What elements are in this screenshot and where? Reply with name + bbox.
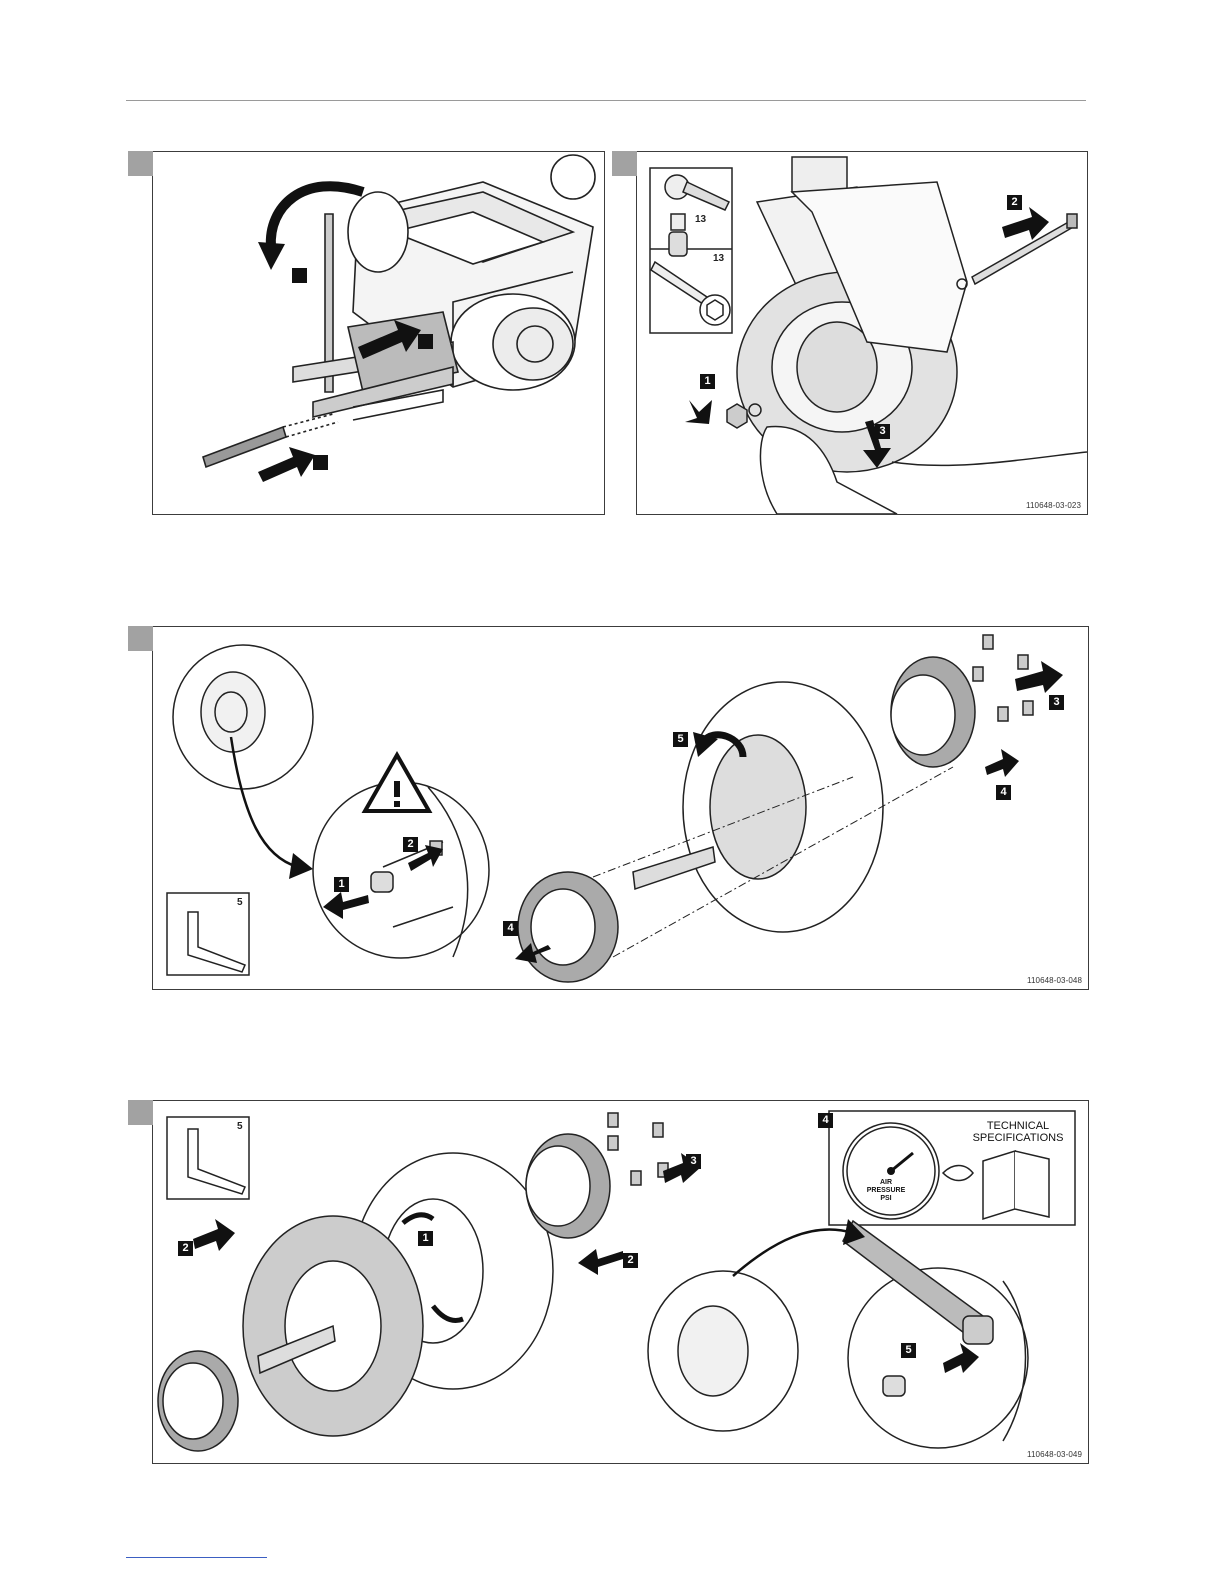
step-badge: 2 — [623, 1253, 638, 1268]
step-badge: 1 — [418, 1231, 433, 1246]
figure-code: 110648-03-048 — [1027, 976, 1082, 985]
figure-2-panel: 13 13 1 2 3 110648-03-023 — [636, 151, 1088, 515]
step-badge: 2 — [403, 837, 418, 852]
step-badge: 1 — [334, 877, 349, 892]
tool-size-label: 5 — [237, 1121, 243, 1132]
step-badge — [418, 334, 433, 349]
wheel-disassembly-illustration — [153, 627, 1088, 989]
step-badge: 4 — [996, 785, 1011, 800]
scooter-lift-illustration — [153, 152, 604, 514]
figure-code: 110648-03-023 — [1026, 501, 1081, 510]
step-badge — [313, 455, 328, 470]
tool-size-label: 13 — [713, 253, 724, 264]
gauge-label: AIR PRESSURE PSI — [861, 1179, 911, 1203]
step-badge: 3 — [875, 424, 890, 439]
tool-size-label: 5 — [237, 897, 243, 908]
figure-tab — [128, 151, 153, 176]
tool-size-label: 13 — [695, 214, 706, 225]
step-badge: 3 — [1049, 695, 1064, 710]
step-badge: 5 — [901, 1343, 916, 1358]
figure-tab — [128, 626, 153, 651]
footer-rule — [126, 1557, 267, 1558]
step-badge: 3 — [686, 1154, 701, 1169]
figure-1-panel — [152, 151, 605, 515]
figure-4-panel: 5 1 2 2 3 4 5 TECHNICAL SPECIFICATIONS A… — [152, 1100, 1089, 1464]
step-badge: 2 — [1007, 195, 1022, 210]
figure-tab — [612, 151, 637, 176]
figure-code: 110648-03-049 — [1027, 1450, 1082, 1459]
step-badge: 1 — [700, 374, 715, 389]
step-badge: 5 — [673, 732, 688, 747]
figure-3-panel: 5 1 2 3 4 4 5 110648-03-048 — [152, 626, 1089, 990]
figure-tab — [128, 1100, 153, 1125]
step-badge — [292, 268, 307, 283]
spec-manual-title: TECHNICAL SPECIFICATIONS — [963, 1120, 1073, 1144]
step-badge: 4 — [503, 921, 518, 936]
step-badge: 4 — [818, 1113, 833, 1128]
header-rule — [126, 100, 1086, 101]
step-badge: 2 — [178, 1241, 193, 1256]
wheel-reassembly-illustration — [153, 1101, 1088, 1463]
